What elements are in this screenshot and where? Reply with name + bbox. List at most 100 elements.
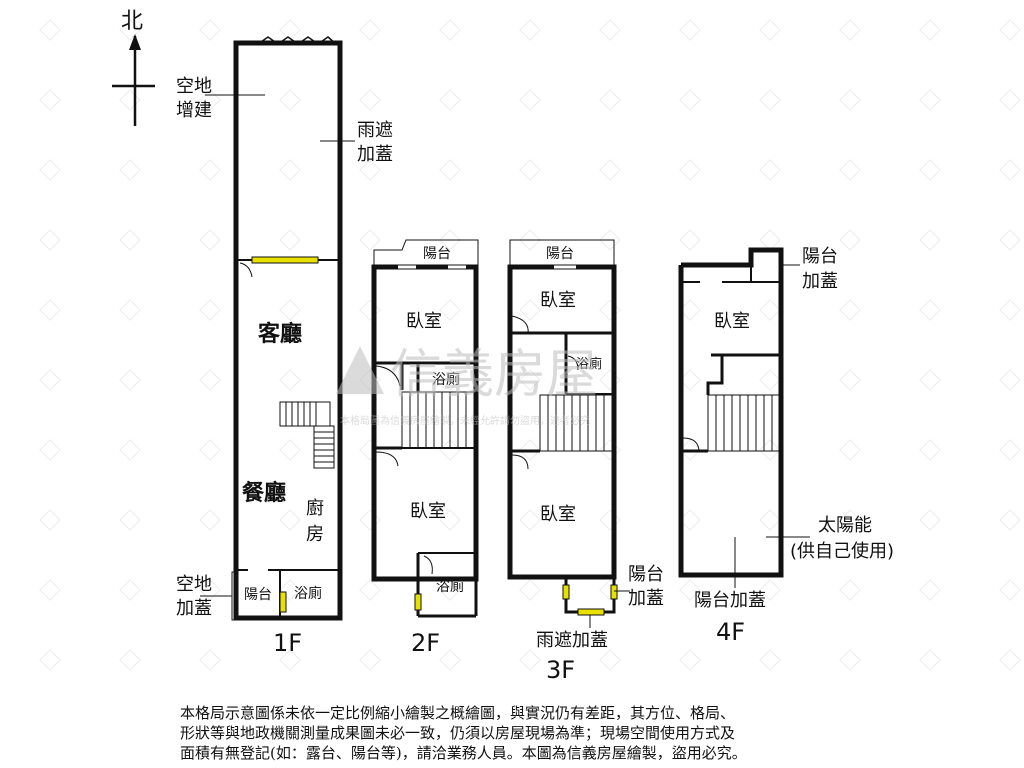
watermark-tile <box>359 509 381 531</box>
floor-2f <box>371 239 479 618</box>
4f-label-balcony-add-2: 加蓋 <box>802 271 838 292</box>
watermark-tile <box>359 439 381 461</box>
watermark-tile <box>439 439 461 461</box>
2f-label-bath-mid: 浴廁 <box>432 371 460 388</box>
watermark-tile <box>919 159 941 181</box>
watermark-tile <box>119 19 141 41</box>
floor-1f <box>200 36 355 621</box>
watermark-tile <box>919 19 941 41</box>
watermark-tile <box>439 299 461 321</box>
watermark-tile <box>759 509 781 531</box>
disclaimer-line-3: 面積有無登記(如：露台、陽台等)，請洽業務人員。本圖為信義房屋繪製，盜用必究。 <box>180 744 747 762</box>
watermark-tile <box>999 369 1021 391</box>
1f-label-dining: 餐廳 <box>242 480 286 506</box>
watermark-tile <box>279 509 301 531</box>
2f-stairs <box>401 391 477 449</box>
4f-label-balcony-add-bottom: 陽台加蓋 <box>694 590 766 611</box>
watermark-tile <box>679 229 701 251</box>
1f-window-yellow <box>251 256 319 264</box>
1f-label-yard-addition-2: 加蓋 <box>176 598 212 619</box>
watermark-tile <box>39 649 61 671</box>
3f-label-balcony-add-1: 陽台 <box>628 564 664 585</box>
watermark-tile <box>39 89 61 111</box>
3f-stairs <box>539 394 615 452</box>
1f-label-bath: 浴廁 <box>294 585 322 602</box>
1f-zigzag-wall <box>257 36 337 45</box>
1f-label-kitchen-2: 房 <box>306 524 324 545</box>
1f-label-living: 客廳 <box>258 321 302 347</box>
watermark-tile <box>39 369 61 391</box>
watermark-tile <box>119 649 141 671</box>
watermark-tile <box>999 439 1021 461</box>
watermark-tile <box>519 19 541 41</box>
floor-3f <box>507 239 630 628</box>
watermark-tile <box>759 579 781 601</box>
watermark-tile <box>359 229 381 251</box>
disclaimer-note: 本格局示意圖係未依一定比例縮小繪製之概繪圖，與實況仍有差距，其方位、格局、 形狀… <box>180 703 860 763</box>
watermark-tile <box>199 649 221 671</box>
watermark-tile <box>519 159 541 181</box>
1f-door-swing <box>239 262 253 278</box>
watermark-tile <box>279 299 301 321</box>
1f-label-rain-1: 雨遮 <box>357 120 393 141</box>
2f-label-bedroom-front: 臥室 <box>406 311 442 332</box>
1f-label-rain-2: 加蓋 <box>357 144 393 165</box>
watermark-tile <box>999 649 1021 671</box>
floor-4f-labels: 陽台 加蓋 臥室 太陽能 (供自己使用) 陽台加蓋 4F <box>694 246 894 646</box>
4f-label-solar-2: (供自己使用) <box>790 541 894 562</box>
watermark-tile <box>439 89 461 111</box>
watermark-tile <box>839 89 861 111</box>
3f-label-balcony-add-2: 加蓋 <box>628 588 664 609</box>
floor-2f-labels: 陽台 臥室 浴廁 臥室 浴廁 2F <box>406 246 464 657</box>
watermark-tile <box>199 159 221 181</box>
watermark-tile <box>679 299 701 321</box>
watermark-tile <box>119 439 141 461</box>
3f-label-bath: 浴廁 <box>576 356 602 372</box>
watermark-tile <box>199 299 221 321</box>
1f-label-front-addition-1: 空地 <box>176 76 212 97</box>
4f-floor-name: 4F <box>716 618 745 646</box>
watermark-tile <box>519 649 541 671</box>
watermark-tile <box>39 299 61 321</box>
watermark-tile <box>279 439 301 461</box>
watermark-tile <box>839 19 861 41</box>
floor-4f <box>678 247 810 588</box>
watermark-tile <box>439 579 461 601</box>
brand-logo-icon <box>336 346 384 394</box>
brand-watermark: 信義房屋 本格局圖為信義房屋繪製，未經允許請勿盜用，違者必究 <box>336 345 598 427</box>
watermark-tile <box>759 159 781 181</box>
watermark-tile <box>359 649 381 671</box>
watermark-tile <box>119 229 141 251</box>
watermark-tile <box>39 509 61 531</box>
2f-label-bedroom-back: 臥室 <box>410 501 446 522</box>
watermark-tile <box>279 229 301 251</box>
watermark-tile <box>199 89 221 111</box>
watermark-tile <box>39 579 61 601</box>
watermark-tile <box>839 369 861 391</box>
watermark-notice: 本格局圖為信義房屋繪製，未經允許請勿盜用，違者必究 <box>340 414 590 427</box>
watermark-tile <box>39 439 61 461</box>
watermark-tile <box>679 159 701 181</box>
watermark-tile <box>279 369 301 391</box>
watermark-tile <box>279 579 301 601</box>
watermark-tile <box>759 19 781 41</box>
3f-label-rain-shelter: 雨遮加蓋 <box>536 630 608 651</box>
1f-label-kitchen-1: 廚 <box>306 497 324 519</box>
watermark-tile <box>279 19 301 41</box>
watermark-tile <box>199 509 221 531</box>
watermark-tile <box>279 89 301 111</box>
watermark-tile <box>519 89 541 111</box>
1f-label-balcony: 陽台 <box>244 587 272 603</box>
4f-label-balcony-add-1: 陽台 <box>802 246 838 267</box>
2f-label-bath-back: 浴廁 <box>436 578 464 595</box>
watermark-tile <box>519 299 541 321</box>
watermark-tile <box>359 159 381 181</box>
watermark-tile <box>599 509 621 531</box>
watermark-tile <box>999 19 1021 41</box>
floor-3f-labels: 陽台 臥室 浴廁 臥室 陽台 加蓋 雨遮加蓋 3F <box>536 246 664 684</box>
2f-label-balcony: 陽台 <box>423 246 451 262</box>
4f-label-solar-1: 太陽能 <box>818 515 872 536</box>
watermark-tile <box>119 89 141 111</box>
watermark-tile <box>39 19 61 41</box>
watermark-tile <box>839 509 861 531</box>
